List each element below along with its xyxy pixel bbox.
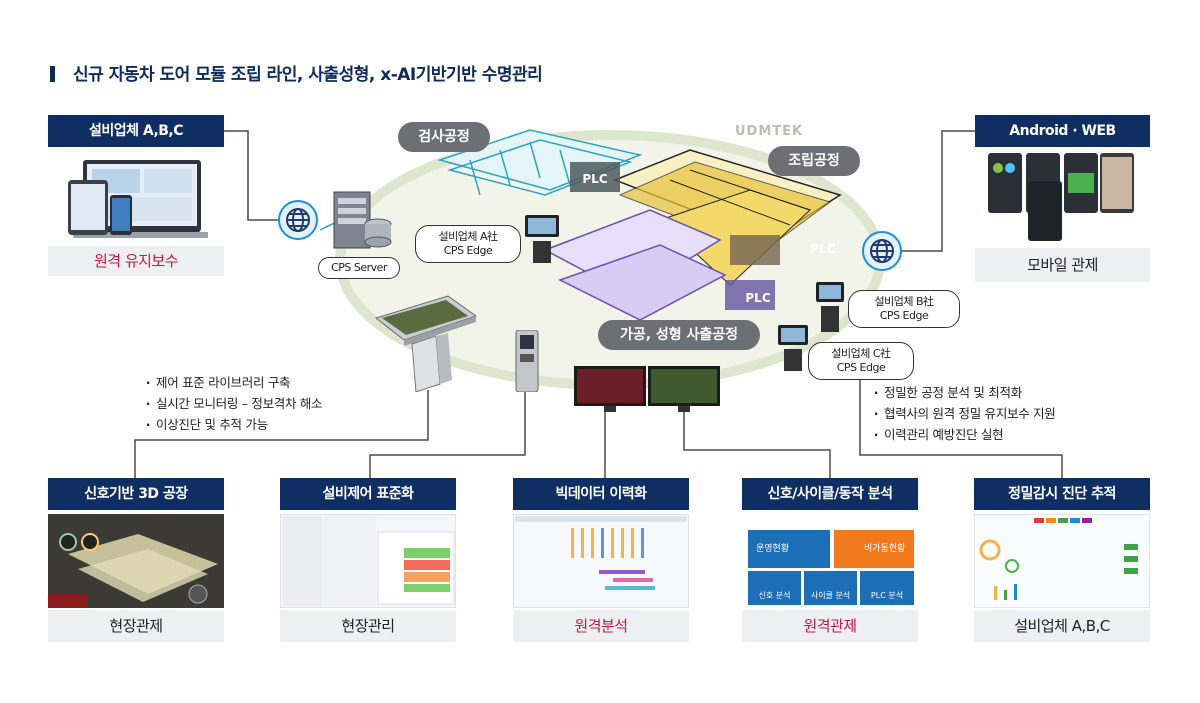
bullet-right-3: 이력관리 예방진단 실현 — [868, 424, 1056, 445]
panel-2-footer: 현장관리 — [280, 610, 456, 642]
line-panel2 — [369, 390, 526, 478]
server-icon — [333, 191, 392, 249]
processing-label: 가공, 성형 사출공정 — [598, 320, 760, 350]
tile-downtime[interactable]: 비가동현황 — [834, 530, 914, 568]
bullet-left-2: 실시간 모니터링 – 정보격차 해소 — [140, 393, 323, 414]
edge-a-label: 설비업체 A社 CPS Edge — [415, 225, 521, 263]
monitor-1-image — [574, 366, 646, 412]
edge-c-label: 설비업체 C社 CPS Edge — [808, 342, 914, 380]
line-topleft — [224, 130, 278, 221]
processing-line — [543, 209, 727, 321]
assembly-label: 조립공정 — [768, 146, 860, 176]
plc-label-2: PLC — [810, 242, 835, 256]
edge-b-label: 설비업체 B社 CPS Edge — [848, 290, 960, 328]
desktop-devices-image — [68, 160, 208, 238]
panel-1-3d-factory-screen — [48, 514, 224, 608]
panel-3-footer: 원격분석 — [513, 610, 689, 642]
monitor-2-image — [648, 366, 720, 412]
edge-device-a-icon — [525, 215, 559, 263]
panel-2-header: 설비제어 표준화 — [280, 478, 456, 510]
top-right-footer: 모바일 관제 — [975, 248, 1150, 282]
top-right-header: Android · WEB — [975, 115, 1150, 147]
panel-1-footer: 현장관제 — [48, 610, 224, 642]
inspection-line — [437, 129, 643, 196]
edge-a-type: CPS Edge — [443, 244, 493, 257]
bullet-right-2: 협력사의 원격 정밀 유지보수 지원 — [868, 403, 1056, 424]
bullet-right-1: 정밀한 공정 분석 및 최적화 — [868, 382, 1056, 403]
network-globe-icon-left — [278, 200, 318, 240]
panel-5-header: 정밀감시 진단 추적 — [974, 478, 1150, 510]
edge-device-c-icon — [778, 325, 808, 371]
panel-3-header: 빅데이터 이력화 — [513, 478, 689, 510]
line-panel5 — [859, 378, 1063, 478]
panel-1-header: 신호기반 3D 공장 — [48, 478, 224, 510]
inspection-label: 검사공정 — [398, 122, 490, 152]
bullet-left-3: 이상진단 및 추적 가능 — [140, 414, 322, 435]
panel-5-monitoring-screen — [974, 514, 1150, 608]
panel-4-analysis-screen: 운영현황 비가동현황 신호 분석 사이클 분석 PLC 분석 — [742, 514, 918, 608]
edge-b-name: 설비업체 B社 — [874, 295, 934, 308]
top-left-header: 설비업체 A,B,C — [48, 115, 224, 147]
touch-table-kiosk-image — [374, 295, 478, 392]
edge-c-type: CPS Edge — [836, 361, 886, 374]
panel-4-header: 신호/사이클/동작 분석 — [742, 478, 918, 510]
title-text: 신규 자동차 도어 모듈 조립 라인, 사출성형, x-AI기반기반 수명관리 — [73, 65, 543, 85]
line-panel1 — [134, 390, 429, 478]
line-panel4 — [683, 410, 831, 478]
brand-watermark: UDMTEK — [735, 124, 804, 139]
line-topright — [902, 130, 975, 252]
tile-operation[interactable]: 운영현황 — [748, 530, 830, 568]
plc-boxes — [570, 162, 780, 310]
panel-4-footer: 원격관제 — [742, 610, 918, 642]
cps-server-label: CPS Server — [318, 257, 400, 279]
bullet-left-1: 제어 표준 라이브러리 구축 — [140, 372, 322, 393]
tile-cycle[interactable]: 사이클 분석 — [804, 571, 857, 605]
panel-5-footer: 설비업체 A,B,C — [974, 610, 1150, 642]
tile-plc[interactable]: PLC 분석 — [860, 571, 914, 605]
mobile-screens-image — [988, 153, 1134, 241]
plc-label-1: PLC — [582, 172, 607, 186]
network-globe-icon-right — [862, 231, 902, 271]
edge-a-name: 설비업체 A社 — [438, 230, 498, 243]
edge-c-name: 설비업체 C社 — [831, 347, 891, 360]
edge-b-type: CPS Edge — [879, 309, 929, 322]
panel-3-bigdata-screen — [513, 514, 689, 608]
top-left-footer: 원격 유지보수 — [48, 246, 224, 276]
page-title: 신규 자동차 도어 모듈 조립 라인, 사출성형, x-AI기반기반 수명관리 — [50, 60, 543, 85]
tile-signal[interactable]: 신호 분석 — [748, 571, 801, 605]
title-bar — [50, 66, 55, 82]
bullets-right: 정밀한 공정 분석 및 최적화 협력사의 원격 정밀 유지보수 지원 이력관리 … — [868, 382, 1056, 445]
standing-kiosk-image — [515, 330, 539, 392]
bullets-left: 제어 표준 라이브러리 구축 실시간 모니터링 – 정보격차 해소 이상진단 및… — [140, 372, 323, 435]
plc-label-3: PLC — [745, 291, 770, 305]
panel-2-control-screen — [280, 514, 456, 608]
edge-device-b-icon — [816, 282, 844, 332]
